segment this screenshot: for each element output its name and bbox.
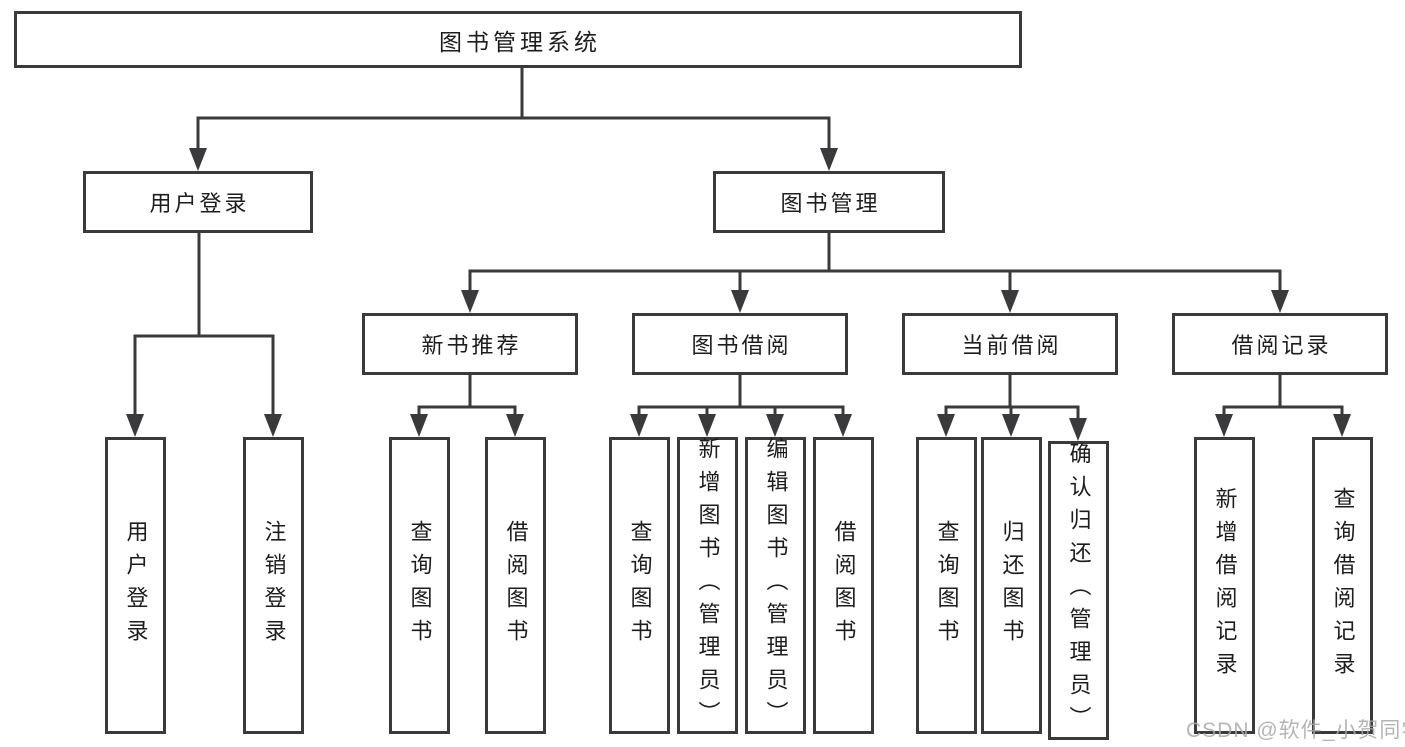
- node-user-login-group: 用户登录: [83, 171, 313, 233]
- leaf-return-books: 归还图书: [981, 437, 1042, 734]
- node-label: 图书借阅: [691, 333, 792, 358]
- node-label: 用户登录: [123, 519, 149, 652]
- node-label: 查询图书: [407, 519, 433, 652]
- node-label: 查询图书: [627, 519, 653, 652]
- node-new-book-recommendation: 新书推荐: [362, 313, 578, 375]
- node-label: 借阅图书: [503, 519, 529, 652]
- node-book-borrowing: 图书借阅: [632, 313, 848, 375]
- leaf-logout: 注销登录: [243, 437, 304, 734]
- node-label: 借阅记录: [1231, 333, 1332, 358]
- node-label: 编辑图书（管理员）: [763, 437, 789, 734]
- node-label: 新增借阅记录: [1212, 486, 1238, 685]
- arrowheads: [126, 148, 1351, 441]
- leaf-query-books-borrowing: 查询图书: [609, 437, 670, 734]
- node-label: 借阅图书: [831, 519, 857, 652]
- node-borrowing-records: 借阅记录: [1172, 313, 1388, 375]
- leaf-add-borrow-record: 新增借阅记录: [1194, 437, 1255, 734]
- node-label: 归还图书: [999, 519, 1025, 652]
- csdn-watermark: CSDN @软件_小贺同学: [1186, 719, 1405, 742]
- leaf-query-books-recommend: 查询图书: [389, 437, 450, 734]
- leaf-add-book-admin: 新增图书（管理员）: [677, 437, 738, 734]
- leaf-confirm-return-admin: 确认归还（管理员）: [1048, 441, 1109, 740]
- leaf-query-books-current: 查询图书: [916, 437, 977, 734]
- node-library-management-system: 图书管理系统: [14, 11, 1022, 68]
- leaf-user-login: 用户登录: [105, 437, 166, 734]
- node-book-management: 图书管理: [713, 171, 945, 233]
- node-label: 查询图书: [934, 519, 960, 652]
- node-label: 当前借阅: [961, 333, 1062, 358]
- node-label: 新增图书（管理员）: [695, 437, 721, 734]
- leaf-query-borrow-record: 查询借阅记录: [1312, 437, 1373, 734]
- leaf-edit-book-admin: 编辑图书（管理员）: [745, 437, 806, 734]
- node-label: 确认归还（管理员）: [1066, 442, 1092, 739]
- node-current-borrowing: 当前借阅: [902, 313, 1118, 375]
- leaf-borrow-books-recommend: 借阅图书: [485, 437, 546, 734]
- leaf-borrow-books: 借阅图书: [813, 437, 874, 734]
- node-label: 注销登录: [261, 519, 287, 652]
- node-label: 用户登录: [149, 191, 250, 216]
- node-label: 图书管理: [780, 191, 881, 216]
- node-label: 图书管理系统: [439, 28, 601, 55]
- node-label: 新书推荐: [421, 333, 522, 358]
- node-label: 查询借阅记录: [1330, 486, 1356, 685]
